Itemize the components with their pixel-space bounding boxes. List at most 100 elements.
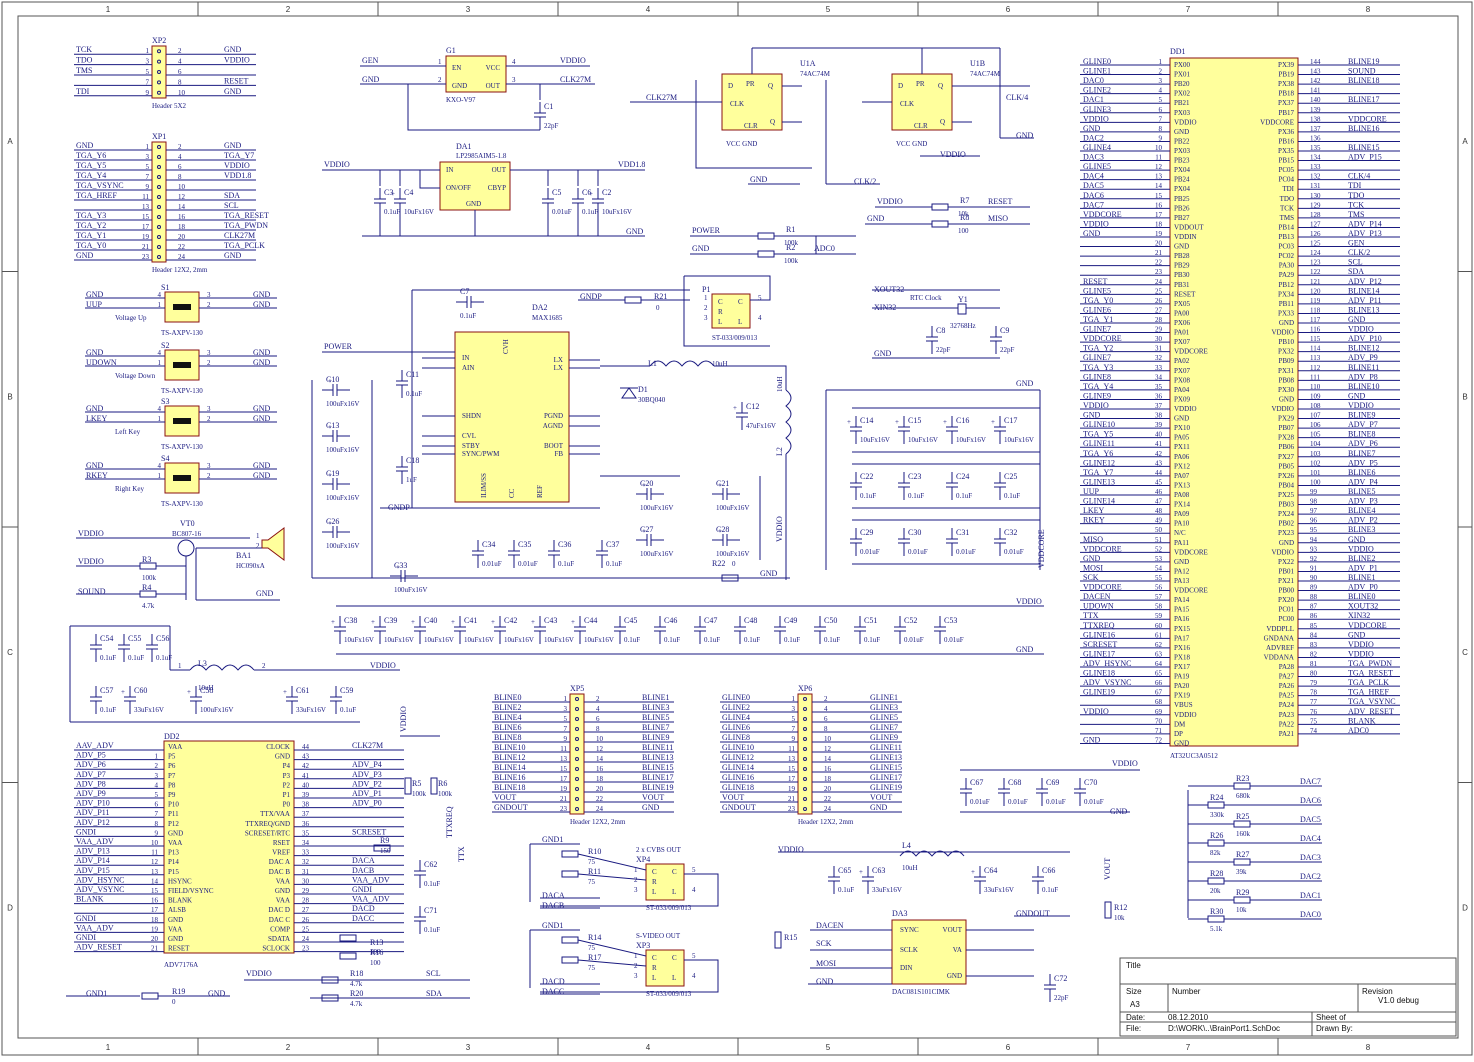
connector-label: S-VIDEO OUT (636, 932, 681, 940)
pin-name: VDDCORE (1260, 118, 1294, 126)
pin-number: 77 (1310, 698, 1318, 706)
net-label: ADV_P8 (76, 779, 106, 788)
pin-number: 17 (560, 775, 568, 783)
pin-name: PB27 (1174, 214, 1190, 222)
resistor-designator: R20 (350, 989, 363, 998)
net-label: BLINE5 (642, 713, 670, 722)
pin-name: PX14 (1174, 501, 1190, 509)
pin-number: 15 (151, 887, 159, 895)
pin-name: SCLOCK (262, 945, 290, 953)
pin-number: 2 (178, 47, 182, 55)
pin-number: 1 (792, 695, 796, 703)
net-label: TTX (457, 846, 466, 862)
title-label: Title (1126, 961, 1141, 970)
net-label: TGA_VSYNC (1348, 697, 1396, 706)
pin-number: 10 (151, 839, 159, 847)
pin-number: 11 (151, 849, 158, 857)
resistor-r2 (757, 250, 775, 258)
inductor-value: 10uH (198, 684, 214, 692)
buzzer-name: HC090xA (236, 562, 265, 570)
resistor-designator: R13 (370, 938, 383, 947)
pin-name: PB10 (1278, 338, 1294, 346)
crystal-label: RTC Clock (910, 294, 942, 302)
cap-designator: C65 (838, 866, 851, 875)
net-label: GLINE16 (1083, 630, 1115, 639)
pin-number: 65 (1155, 670, 1163, 678)
pin-name: DAC B (269, 868, 291, 876)
pin-number: 4 (178, 58, 182, 66)
pin-number: 137 (1310, 125, 1321, 133)
resistor-value: 160k (1236, 830, 1251, 838)
resistor-r25 (1233, 820, 1251, 828)
net-label: MOSI (816, 959, 836, 968)
net-label: GLINE1 (870, 693, 898, 702)
net-label: TGA_Y5 (1083, 430, 1113, 439)
pin-number: 116 (1310, 326, 1321, 334)
net-label: ADV_HSYNC (1083, 659, 1131, 668)
pin-number: 34 (1155, 373, 1163, 381)
pin-name: GND (275, 753, 290, 761)
polarity-mark: + (331, 618, 335, 626)
pin-name: VDDCORE (1174, 548, 1208, 556)
resistor-value: 5.1k (1210, 925, 1223, 933)
net-label: DAC5 (1300, 815, 1321, 824)
pin-number: 7 (1159, 115, 1163, 123)
net-label: ADV_P1 (352, 789, 382, 798)
cap-designator: C15 (908, 416, 921, 425)
crystal-value: 32768Hz (950, 322, 976, 330)
pin-name: L (652, 888, 656, 896)
pin-number: 63 (1155, 650, 1163, 658)
net-label: GLINE17 (870, 773, 902, 782)
net-label: GND (692, 244, 710, 253)
net-label: VDDIO (778, 845, 804, 854)
net-label: ADV_P4 (352, 760, 382, 769)
cap-value: 0.01uF (904, 636, 924, 644)
net-label: ADV_P12 (76, 818, 110, 827)
cap-value: 100uFx16V (326, 446, 359, 454)
net-label: POWER (324, 342, 353, 351)
pin-number: 1 (158, 301, 162, 309)
pin-number: 5 (1159, 96, 1163, 104)
resistor-value: 82k (1210, 849, 1221, 857)
net-label: UUP (86, 300, 103, 309)
net-label: VDDCORE (1083, 544, 1122, 553)
net-label: GNDOUT (722, 803, 756, 812)
pin-name: VCC (486, 64, 501, 72)
net-label: ADV_P2 (1348, 516, 1378, 525)
cap-designator: C63 (872, 866, 885, 875)
pin-number: 23 (788, 805, 796, 813)
cap-designator: C43 (544, 616, 557, 625)
pin-number: 34 (302, 839, 310, 847)
pin-name: PA04 (1174, 386, 1190, 394)
pin-name: TDO (1280, 195, 1294, 203)
net-label: ADV_P9 (1348, 353, 1378, 362)
net-label: GNDI (76, 827, 96, 836)
pin-name: VDDCORE (1174, 587, 1208, 595)
cap-designator: C20 (640, 479, 653, 488)
net-label: GND (253, 404, 271, 413)
pin-name: D (898, 82, 903, 90)
osc-name: KXO-V97 (446, 96, 476, 104)
net-label: GND (253, 358, 271, 367)
pin-number: 10 (596, 735, 604, 743)
net-label: ADV_P13 (76, 847, 110, 856)
pin-name: C (672, 954, 677, 962)
cap-designator: C12 (746, 402, 759, 411)
net-label: GND (253, 461, 271, 470)
dac-designator: DA3 (892, 909, 908, 918)
pin-number: 2 (824, 695, 828, 703)
pin-name: PB23 (1174, 157, 1190, 165)
cap-designator: C19 (326, 469, 339, 478)
pin-name: PB05 (1278, 462, 1294, 470)
pin-number: 123 (1310, 259, 1321, 267)
pin-name: Q (940, 118, 945, 126)
zone-column-top: 8 (1366, 5, 1371, 14)
button-name: TS-AXPV-130 (161, 387, 203, 395)
